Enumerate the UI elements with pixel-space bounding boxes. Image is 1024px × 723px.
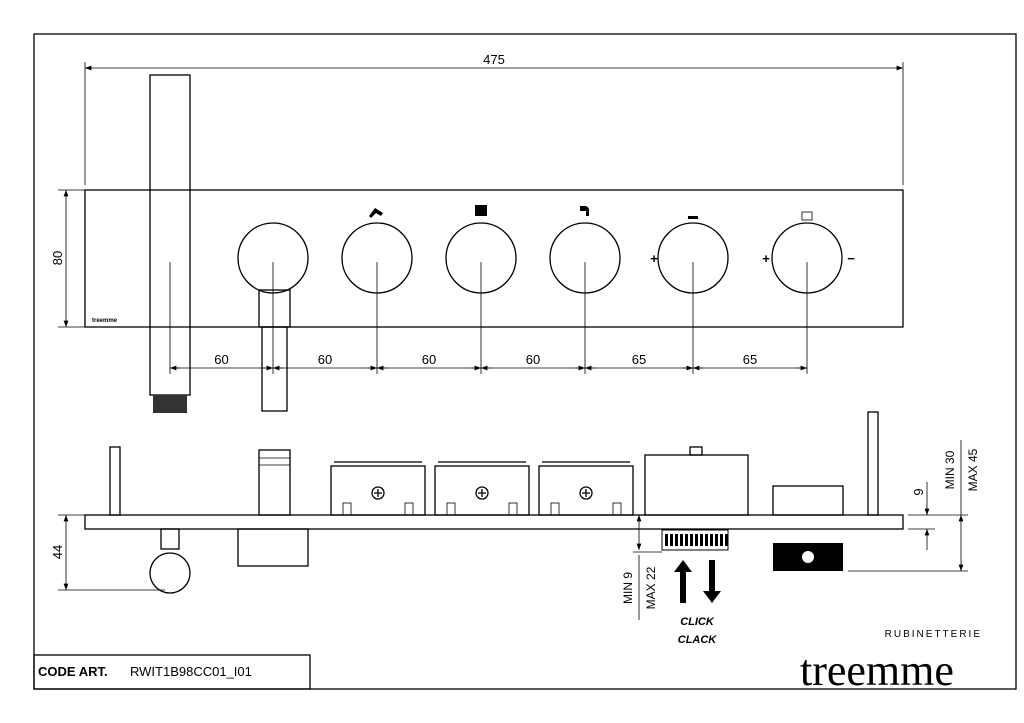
arrow-down-icon [703, 560, 721, 603]
brand-tagline: RUBINETTERIE [885, 629, 982, 640]
spacing-label: 65 [632, 352, 646, 367]
minus-icon: − [847, 251, 855, 266]
spout-icon [580, 206, 589, 216]
code-value: RWIT1B98CC01_I01 [130, 664, 252, 679]
thermostat-body [644, 454, 749, 516]
valve-module [538, 465, 634, 516]
height-label: 80 [50, 251, 65, 265]
code-box: CODE ART. RWIT1B98CC01_I01 [33, 654, 311, 690]
thread-icon [153, 395, 187, 413]
plate-front [84, 189, 904, 328]
plate-thickness-dimension: 9 [908, 482, 935, 550]
holder-base [237, 528, 309, 567]
depth-dimension: 44 [50, 514, 165, 591]
brand-name: treemme [800, 646, 954, 695]
total-width-dimension: 475 [84, 52, 904, 185]
wall-max-label: MAX 45 [966, 448, 980, 491]
plate-thickness-label: 9 [911, 488, 926, 495]
clack-label: CLACK [678, 634, 718, 646]
adjust-max-label: MAX 22 [644, 566, 658, 609]
drawing-frame [33, 33, 1017, 690]
arrow-up-icon [674, 560, 692, 603]
holder-cylinder [258, 449, 291, 516]
wall-depth-dimension: MIN 30 MAX 45 [848, 440, 980, 572]
front-view: treemme 80 + + − 60 60 60 60 65 65 [50, 74, 904, 413]
depth-label: 44 [50, 545, 65, 559]
screw-icon [371, 486, 385, 500]
spacing-label: 65 [743, 352, 757, 367]
height-dimension: 80 [50, 189, 85, 328]
knurl-pattern [665, 534, 728, 546]
brand-logo: RUBINETTERIE treemme [800, 629, 982, 695]
hand-shower-icon [369, 208, 383, 218]
plate-side [84, 514, 904, 530]
valve-module [434, 465, 530, 516]
spacing-label: 60 [422, 352, 436, 367]
screw-icon [579, 486, 593, 500]
outlet-ball [149, 552, 191, 594]
spacing-label: 60 [214, 352, 228, 367]
spacing-label: 60 [526, 352, 540, 367]
screw-icon [475, 486, 489, 500]
total-width-label: 475 [483, 52, 505, 67]
left-pin [109, 446, 121, 516]
plus-icon: + [650, 251, 658, 266]
side-view: 44 MIN 9 MAX 22 CLICK CLACK 9 MIN 30 MAX… [50, 411, 980, 646]
overhead-shower-icon [475, 205, 487, 216]
plus-icon: + [762, 251, 770, 266]
thermostat-icon [801, 211, 813, 221]
adjust-min-label: MIN 9 [621, 572, 635, 604]
spacing-dimensions: 60 60 60 60 65 65 [169, 262, 808, 374]
outlet-elbow [160, 528, 180, 550]
code-label: CODE ART. [38, 664, 108, 679]
plate-logo: treemme [92, 318, 118, 324]
valve-module [330, 465, 426, 516]
wall-min-label: MIN 30 [943, 450, 957, 489]
click-label: CLICK [680, 616, 715, 628]
adjust-dimension: MIN 9 MAX 22 [621, 515, 662, 620]
right-pin [867, 411, 879, 516]
minus-icon [688, 216, 698, 219]
right-module [772, 485, 844, 516]
spacing-label: 60 [318, 352, 332, 367]
valve-modules [330, 461, 634, 516]
